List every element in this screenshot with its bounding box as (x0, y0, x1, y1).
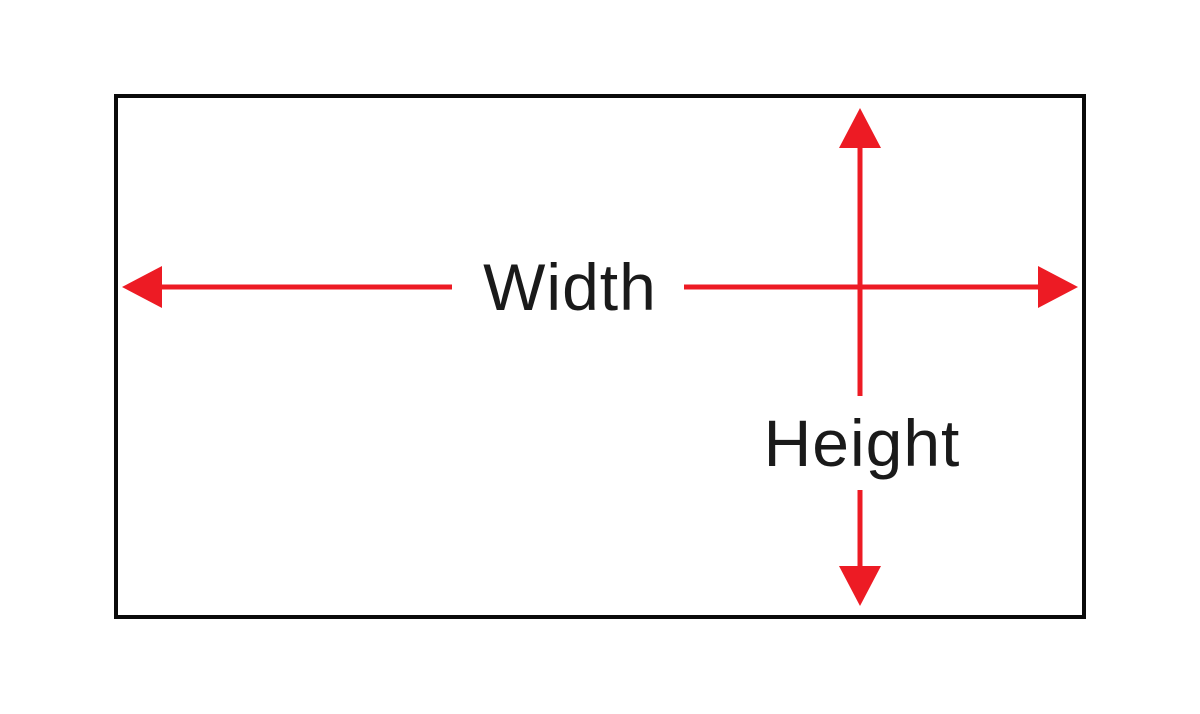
width-arrowhead-left-icon (122, 266, 162, 308)
rectangle-outline (114, 94, 1086, 619)
height-label: Height (764, 406, 961, 480)
height-arrowhead-bottom-icon (839, 566, 881, 606)
width-label: Width (483, 250, 657, 324)
height-arrowhead-top-icon (839, 108, 881, 148)
width-arrowhead-right-icon (1038, 266, 1078, 308)
